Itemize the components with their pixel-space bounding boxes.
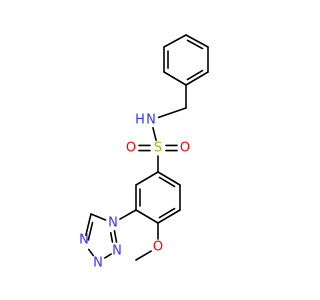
bond-benzyl-6 <box>163 34 187 48</box>
atom-h-amide: H <box>135 113 145 128</box>
atom-n-tetrazole-2: N <box>112 244 122 259</box>
bond-benzyl-4 <box>163 71 187 86</box>
bond-tetrazole-n2-n1 <box>113 230 118 243</box>
bond-tetrazole-n3-n2 <box>104 253 112 259</box>
atom-n-tetrazole-3: N <box>93 256 103 271</box>
bond-layer <box>85 34 209 261</box>
bond-tetrazole-n4-n3 <box>87 248 95 257</box>
bond-n-s <box>152 126 157 142</box>
bond-ring-tetrazole <box>119 209 137 220</box>
atom-n-amide: N <box>146 113 156 128</box>
atom-s-sulfonyl: S <box>154 141 162 156</box>
bond-ch2-n <box>157 107 187 119</box>
bond-ring-6-double <box>158 176 176 188</box>
atom-o-methoxy: O <box>153 240 163 255</box>
bond-ring-6 <box>157 171 181 186</box>
atom-o-sulfonyl-right: O <box>180 141 190 156</box>
bond-ring-4-double <box>158 207 176 219</box>
atom-n-tetrazole-4: N <box>79 233 89 248</box>
atom-n-tetrazole-1: N <box>108 216 118 231</box>
atom-o-sulfonyl-left: O <box>126 141 136 156</box>
bond-tetrazole-n2-n1-double <box>109 231 114 243</box>
bond-benzyl-1-double <box>186 39 204 50</box>
bond-benzyl-3 <box>185 71 209 86</box>
bond-ring-3 <box>135 209 159 224</box>
bond-tetrazole-c5-n4-double <box>87 221 94 241</box>
bond-ring-4 <box>157 209 181 224</box>
bond-ring-1 <box>135 171 159 186</box>
bond-tetrazole-n1-c5 <box>90 213 107 221</box>
bond-benzyl-1 <box>185 34 209 48</box>
bond-benzyl-3-double <box>186 69 204 81</box>
bond-o-methyl <box>135 250 152 261</box>
bond-tetrazole-c5-n4 <box>85 213 92 237</box>
